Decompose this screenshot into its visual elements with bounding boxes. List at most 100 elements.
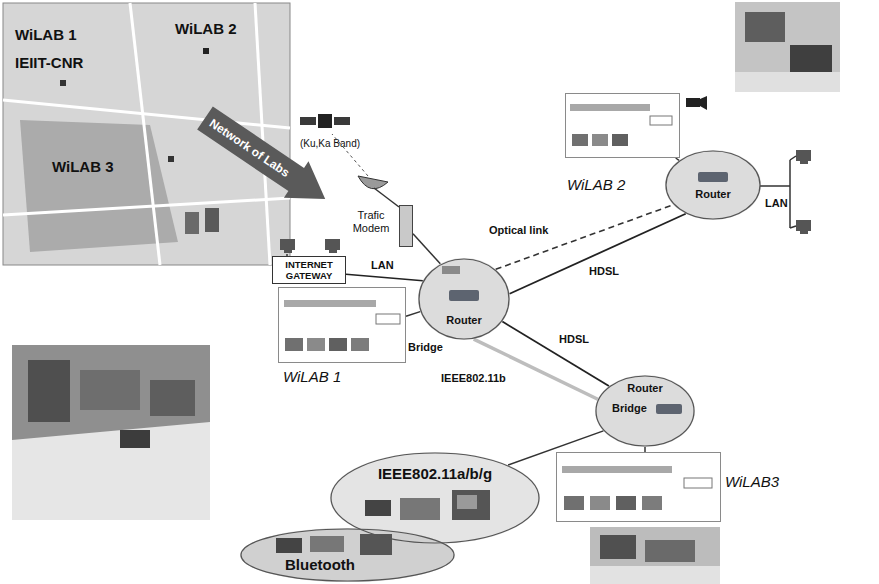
campus-map: [205, 208, 219, 232]
lab-photo: [590, 566, 720, 584]
router-label: Router: [595, 382, 695, 394]
wifi-zone-fill: [330, 452, 540, 544]
zone-outline: [418, 258, 510, 340]
bluetooth-zone-fill: [240, 528, 455, 582]
video-camera: [700, 96, 707, 110]
lab-photo: [735, 72, 840, 92]
router-zone: Router: [665, 150, 761, 220]
router-zone-fill: [449, 290, 479, 301]
lab-bench: [590, 496, 610, 510]
pc-icon: [796, 220, 811, 231]
lab-photo: [590, 527, 720, 584]
lab-bench: [616, 496, 636, 510]
lab-bench: [564, 496, 584, 510]
satellite: [318, 114, 332, 128]
campus-map: [20, 120, 178, 252]
map-label: WiLAB 1: [15, 28, 77, 41]
lab-photo: [12, 345, 210, 520]
lab-photo: [735, 2, 840, 92]
zone-title: IEEE802.11a/b/g: [330, 465, 540, 482]
bluetooth-zone-fill: [240, 528, 455, 582]
pc-icon: [280, 150, 811, 253]
campus-map: [255, 3, 270, 265]
router-zone-fill: [665, 150, 761, 220]
lab-name: WiLAB 1: [283, 368, 341, 385]
link-line: [413, 234, 440, 264]
lab-bench: [570, 104, 650, 111]
campus-map: [130, 3, 160, 265]
lab-photo: [120, 430, 150, 448]
bluetooth-zone: Bluetooth: [240, 528, 455, 582]
wifi-zone: IEEE802.11a/b/g: [330, 452, 540, 544]
lab-photo: [645, 540, 695, 562]
lab-photo: [600, 535, 636, 559]
bluetooth-zone-fill: [360, 534, 392, 555]
zone-outline: [241, 529, 454, 581]
lab-bench: [562, 466, 672, 473]
pc-icon: [800, 231, 808, 234]
lab-photo: [790, 45, 832, 73]
lab-name: WiLAB3: [725, 473, 779, 490]
router-zone-fill: [595, 375, 695, 447]
link-label: HDSL: [588, 265, 620, 278]
router-label: Router: [418, 314, 510, 326]
campus-map: [203, 48, 209, 54]
pc-icon: [329, 250, 337, 253]
wifi-zone-fill: [365, 500, 391, 516]
lan-wire: [760, 185, 790, 187]
zone-title: Bluetooth: [280, 556, 360, 573]
lab-panel: WiLAB3: [556, 452, 721, 522]
link-label: Optical link: [488, 224, 549, 237]
lab-photo: [80, 370, 140, 410]
link-label: HDSL: [558, 333, 590, 346]
lab-photo: [12, 345, 210, 520]
lan-wire: [790, 226, 796, 228]
router-zone: Router: [418, 258, 510, 340]
network-arrow: [193, 100, 338, 218]
lan-wire: [790, 156, 796, 160]
satellite-dish: [358, 176, 388, 189]
lab-photo: [28, 360, 70, 422]
lab-bench: [612, 134, 628, 146]
campus-map: [185, 212, 199, 234]
lab-bench: [376, 314, 400, 324]
router-zone-fill: [656, 404, 682, 414]
zone-outline: [596, 376, 694, 446]
bridge-label: Bridge: [408, 341, 443, 354]
lab-panel: WiLAB 2: [565, 93, 680, 158]
lab-panel: WiLAB 1: [278, 287, 406, 363]
lab-name: WiLAB 2: [567, 176, 625, 193]
link-line: [346, 274, 423, 281]
link-line: [406, 312, 420, 317]
map-label: WiLAB 2: [175, 22, 237, 35]
lan-label: LAN: [765, 197, 788, 210]
lab-bench: [642, 496, 662, 510]
zone-outline: [419, 259, 509, 339]
arrow-label: Network of Labs: [206, 115, 292, 180]
lab-bench: [351, 338, 369, 351]
lab-bench: [284, 300, 376, 307]
wifi-zone-fill: [400, 498, 440, 520]
campus-map: [60, 80, 66, 86]
router-zone-fill: [418, 150, 761, 447]
campus-map: [3, 100, 290, 128]
gateway-label: INTERNET GATEWAY: [275, 259, 343, 281]
bridge-label: Bridge: [612, 402, 647, 415]
lab-photo: [150, 380, 195, 416]
link-line: [474, 339, 598, 399]
link-line: [502, 322, 609, 387]
lan-wire: [789, 160, 791, 228]
router-zone-fill: [698, 172, 728, 182]
router-zone-fill: [418, 258, 510, 340]
video-camera: [686, 98, 700, 107]
wifi-zone-fill: [330, 452, 540, 544]
map-label: WiLAB 3: [52, 160, 114, 173]
lab-photo: [12, 422, 210, 520]
network-arrow: [193, 100, 338, 218]
zone-outline: [666, 151, 760, 219]
satellite-dish: [358, 176, 399, 207]
link-label: IEEE802.11b: [440, 372, 507, 385]
